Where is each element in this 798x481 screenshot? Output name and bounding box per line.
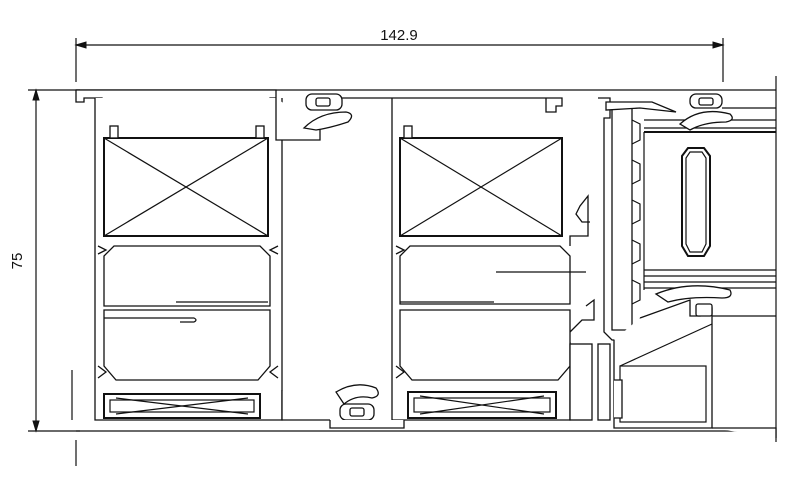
left-sash-lower-arm xyxy=(281,390,330,421)
top-gasket-core xyxy=(315,97,331,107)
right-clip-tl xyxy=(403,125,413,139)
right-bottom-insert xyxy=(407,391,557,419)
right-sash-foot xyxy=(329,420,405,429)
left-notch-2 xyxy=(97,365,108,379)
glass-spacer-bar xyxy=(681,147,711,257)
right-top-gasket-lip xyxy=(678,110,733,131)
bottom-center-gasket xyxy=(335,384,379,421)
left-sash-gasket-arm xyxy=(275,98,321,141)
width-dimension: 142.9 xyxy=(74,27,725,82)
right-sash-top-flange xyxy=(392,97,563,113)
right-sash-side-arm xyxy=(569,194,590,246)
left-notch-3 xyxy=(268,245,279,255)
left-web-line xyxy=(104,317,197,323)
bottom-gasket-core xyxy=(349,407,365,417)
top-center-gasket xyxy=(302,93,392,131)
left-bottom-inner xyxy=(109,399,255,413)
width-label: 142.9 xyxy=(380,27,418,44)
right-bottom-gasket-lip xyxy=(654,285,732,303)
left-bottom-insert xyxy=(103,393,261,419)
height-arrow-top xyxy=(32,88,40,101)
frame-clip xyxy=(614,379,623,419)
left-insert-cross-b xyxy=(103,137,269,237)
right-notch-1 xyxy=(395,245,406,255)
height-arrow-bottom xyxy=(32,420,40,433)
height-dimension: 75 xyxy=(9,88,80,433)
right-top-gaskets xyxy=(654,93,776,317)
glass-spacer-inner xyxy=(685,151,707,253)
left-thermal-insert xyxy=(103,137,269,237)
glazing-unit xyxy=(643,119,776,290)
height-label: 75 xyxy=(9,253,26,270)
right-upper-chamber xyxy=(399,245,571,305)
right-post-b xyxy=(597,343,611,421)
right-sash-side-hook xyxy=(569,298,595,333)
right-insert-cross-b xyxy=(399,137,563,237)
bead-serrations xyxy=(631,119,641,305)
left-notch-1 xyxy=(97,245,108,255)
top-seal-wedge xyxy=(605,101,677,113)
left-clip-tl xyxy=(109,125,119,139)
right-notch-2 xyxy=(395,365,406,379)
right-top-gasket-core xyxy=(698,97,714,106)
right-bottom-cross-b xyxy=(419,395,545,415)
left-clip-tr xyxy=(255,125,265,139)
left-notch-4 xyxy=(268,365,279,379)
left-sash-profile xyxy=(75,89,330,421)
left-upper-chamber xyxy=(103,245,271,307)
left-lower-chamber xyxy=(103,309,271,381)
right-post-a xyxy=(569,343,593,421)
width-arrow-left xyxy=(74,41,87,49)
right-frame-profile xyxy=(598,97,777,438)
left-bottom-cross-b xyxy=(115,397,249,415)
width-arrow-right xyxy=(712,41,725,49)
frame-foot-line xyxy=(712,427,777,438)
glazing-bead-inner xyxy=(611,105,633,331)
right-sash-profile xyxy=(329,97,611,429)
top-gasket-lip xyxy=(302,111,353,131)
right-bottom-gasket-foot xyxy=(695,303,713,317)
frame-diagonal-web xyxy=(619,323,713,367)
bottom-gasket-lip xyxy=(335,384,379,405)
right-bottom-inner xyxy=(413,397,551,413)
right-lower-chamber xyxy=(399,309,571,381)
right-thermal-insert xyxy=(399,137,563,237)
